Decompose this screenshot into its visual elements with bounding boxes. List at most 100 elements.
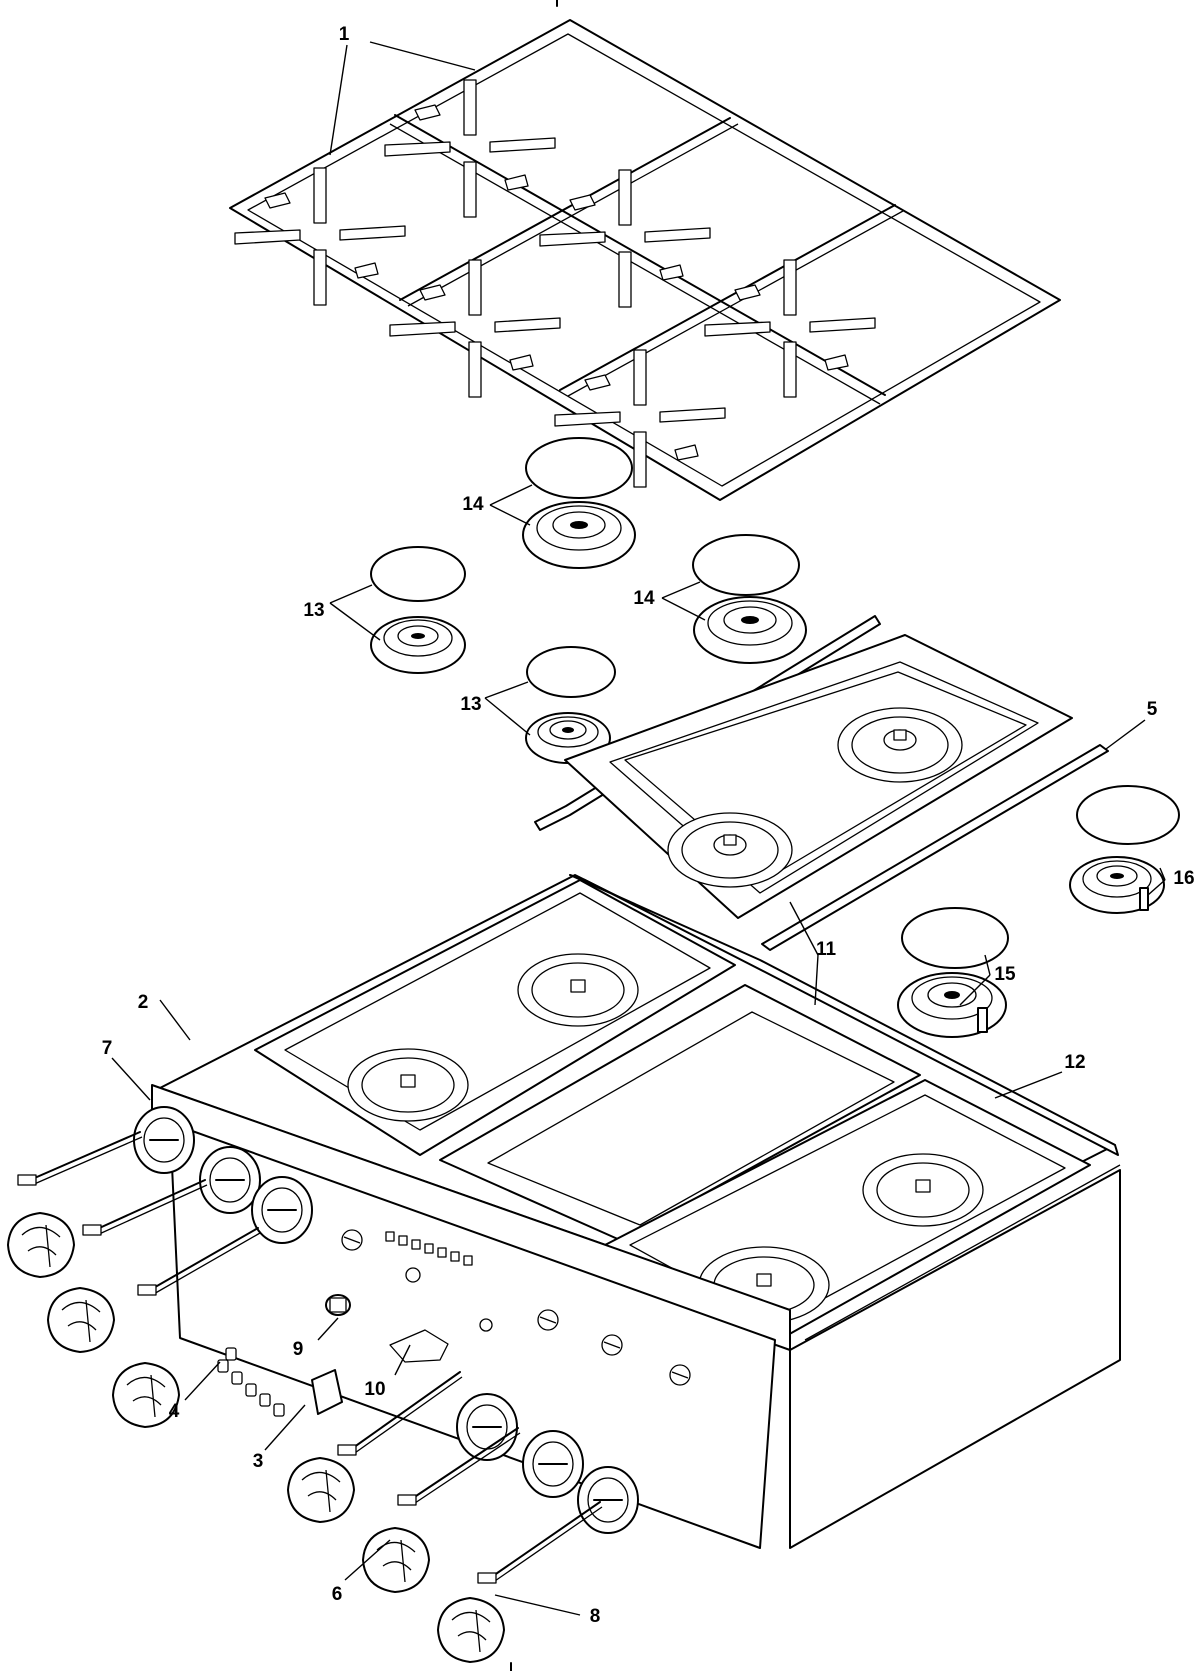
control-knob bbox=[475, 1609, 481, 1653]
valve-stem bbox=[17, 1174, 37, 1186]
knob-hole bbox=[343, 1236, 361, 1244]
knob-bezel bbox=[261, 1187, 303, 1233]
pilot-hole bbox=[405, 1267, 421, 1283]
grate-bar bbox=[234, 229, 301, 245]
control-knob bbox=[382, 1561, 412, 1571]
spare-part bbox=[225, 1347, 237, 1361]
callout-11: 11 bbox=[816, 939, 837, 960]
grate-bar bbox=[504, 174, 529, 191]
valve-stem bbox=[477, 1572, 497, 1584]
grate-bar bbox=[339, 225, 406, 241]
callout-8: 8 bbox=[590, 1606, 601, 1627]
grate-bar bbox=[783, 259, 797, 316]
valve-stem bbox=[31, 1136, 143, 1186]
control-hardware bbox=[7, 1106, 639, 1663]
indicator-light bbox=[385, 1231, 395, 1242]
control-knob bbox=[457, 1631, 487, 1641]
grate-bar bbox=[618, 251, 632, 308]
spare-part bbox=[217, 1359, 229, 1373]
callout-1: 1 bbox=[339, 24, 350, 45]
grate-bar bbox=[354, 262, 379, 279]
callout-14-right: 14 bbox=[633, 588, 655, 609]
control-knob bbox=[7, 1212, 75, 1278]
valve-stem bbox=[491, 1506, 603, 1584]
grate-bar bbox=[313, 167, 327, 224]
callout-2: 2 bbox=[138, 992, 149, 1013]
callout-4: 4 bbox=[169, 1401, 180, 1422]
control-knob bbox=[150, 1374, 156, 1418]
grate-bar bbox=[313, 249, 327, 306]
grate-bar bbox=[468, 341, 482, 398]
control-knob bbox=[47, 1287, 115, 1353]
grate-bar bbox=[633, 349, 647, 406]
burner-grates bbox=[229, 19, 1061, 501]
callout-7: 7 bbox=[102, 1038, 113, 1059]
control-knob bbox=[85, 1299, 91, 1343]
grate-bar bbox=[419, 284, 446, 301]
control-knob bbox=[45, 1224, 51, 1268]
indicator-light bbox=[437, 1247, 447, 1258]
control-knob bbox=[112, 1362, 180, 1428]
callout-5: 5 bbox=[1147, 699, 1158, 720]
knob-cap bbox=[311, 1369, 343, 1415]
indicator-light bbox=[450, 1251, 460, 1262]
valve-stem bbox=[149, 1227, 259, 1291]
valve-stem bbox=[29, 1131, 141, 1181]
control-knob bbox=[451, 1611, 491, 1623]
callout-10: 10 bbox=[364, 1379, 385, 1400]
grate-bar bbox=[644, 227, 711, 243]
control-knob bbox=[307, 1491, 337, 1501]
burner-15 bbox=[897, 907, 1009, 1038]
callout-12: 12 bbox=[1064, 1052, 1085, 1073]
leader-lines bbox=[111, 41, 1166, 1616]
control-knob bbox=[376, 1541, 416, 1553]
switch bbox=[329, 1297, 347, 1313]
control-knob bbox=[132, 1396, 162, 1406]
valve-stem bbox=[94, 1179, 206, 1231]
control-knob bbox=[61, 1301, 101, 1313]
grate-outline bbox=[229, 19, 1061, 501]
main-cooktop-body bbox=[151, 874, 1121, 1549]
grate-bar bbox=[463, 79, 477, 136]
valve-stem bbox=[349, 1371, 461, 1451]
burner-14-right bbox=[692, 534, 807, 664]
grate-bar bbox=[489, 137, 556, 153]
grate-bar bbox=[414, 104, 441, 121]
valve-stem bbox=[397, 1494, 417, 1506]
spare-part bbox=[273, 1403, 285, 1417]
callout-14-rear: 14 bbox=[462, 494, 484, 515]
knob-bezel bbox=[587, 1477, 629, 1523]
grate-bar bbox=[463, 161, 477, 218]
grate-bar bbox=[734, 284, 761, 301]
valve-stem bbox=[82, 1224, 102, 1236]
control-knob bbox=[67, 1321, 97, 1331]
control-knob bbox=[301, 1471, 341, 1483]
callout-labels: 1 2 3 4 5 6 7 8 9 10 11 12 13 13 14 14 1… bbox=[102, 24, 1195, 1627]
callout-13-center: 13 bbox=[460, 694, 481, 715]
grate-bar bbox=[633, 431, 647, 488]
valve-stem bbox=[151, 1232, 261, 1296]
valve-stem bbox=[337, 1444, 357, 1456]
grate-bar bbox=[824, 354, 849, 371]
callout-16: 16 bbox=[1173, 868, 1194, 889]
grate-bar bbox=[659, 264, 684, 281]
callout-15: 15 bbox=[994, 964, 1016, 985]
indicator-light bbox=[463, 1255, 473, 1266]
valve-stem bbox=[351, 1376, 463, 1456]
control-knob bbox=[325, 1469, 331, 1513]
burner-14-rear bbox=[522, 437, 636, 569]
grate-bar bbox=[674, 444, 699, 461]
grate-bar bbox=[704, 321, 771, 337]
burner-13-left bbox=[370, 546, 466, 674]
grate-bar bbox=[659, 407, 726, 423]
grate-bar bbox=[569, 194, 596, 211]
grate-bar bbox=[618, 169, 632, 226]
indicator-light bbox=[411, 1239, 421, 1250]
grate-bar bbox=[384, 141, 451, 157]
knob-hole bbox=[603, 1341, 621, 1349]
indicator-light bbox=[424, 1243, 434, 1254]
grate-bar bbox=[539, 231, 606, 247]
grate-bar bbox=[468, 259, 482, 316]
upper-burner-pan bbox=[534, 615, 1109, 951]
